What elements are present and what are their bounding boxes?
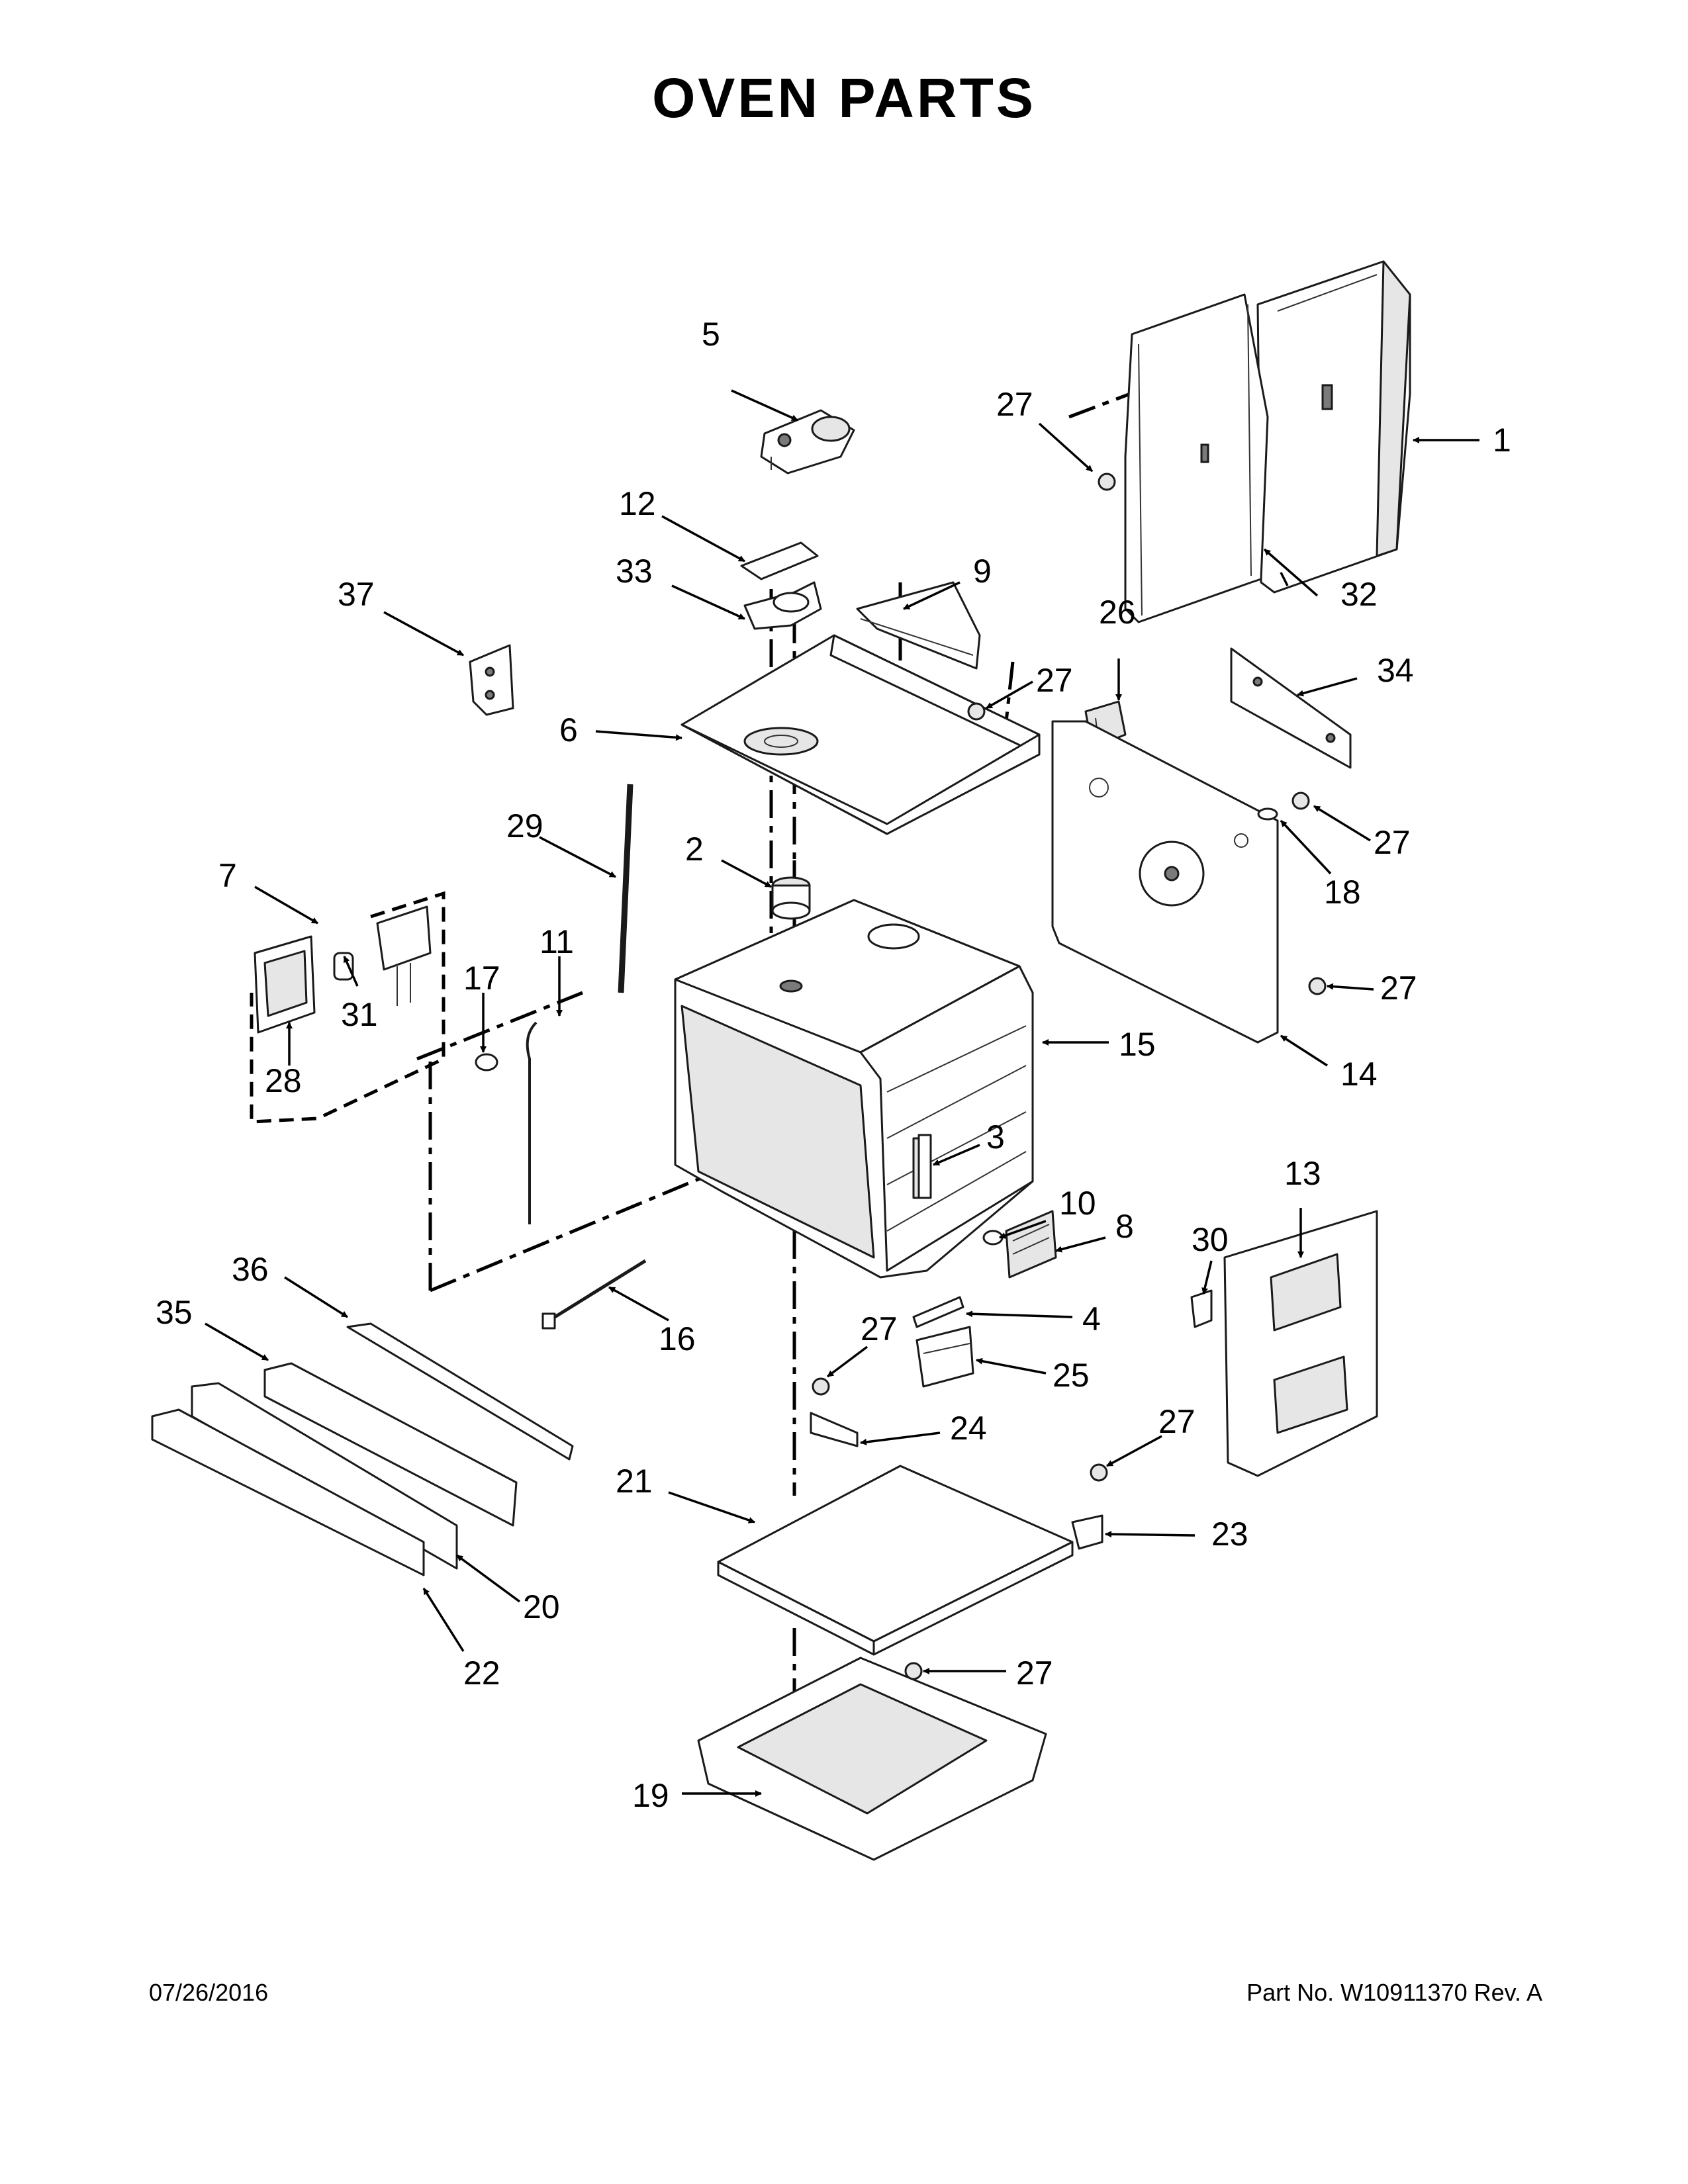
part-bottom-plate <box>717 1465 1074 1656</box>
part-bracket-4-25 <box>912 1296 974 1388</box>
callout-15: 15 <box>1119 1026 1156 1063</box>
callout-28: 28 <box>265 1062 302 1099</box>
part-sensor <box>541 1259 647 1330</box>
callout-27-mid: 27 <box>1036 662 1073 699</box>
part-clip-30 <box>1190 1289 1213 1328</box>
part-gasket-strip <box>618 784 633 993</box>
part-control-group <box>250 891 445 1124</box>
part-top-bracket <box>740 541 822 630</box>
callout-24: 24 <box>950 1410 987 1447</box>
callout-10: 10 <box>1059 1185 1096 1222</box>
part-rails <box>151 1322 574 1576</box>
callout-25: 25 <box>1053 1357 1090 1394</box>
callout-35: 35 <box>156 1294 193 1331</box>
callout-11: 11 <box>539 923 574 960</box>
part-side-panel <box>1051 720 1279 1044</box>
callout-27-bottom: 27 <box>1016 1655 1053 1692</box>
callout-8: 8 <box>1115 1208 1134 1245</box>
callout-3: 3 <box>986 1118 1005 1156</box>
callout-9: 9 <box>973 553 992 590</box>
callout-29: 29 <box>506 807 543 844</box>
part-right-side-panel <box>1223 1210 1378 1477</box>
callout-33: 33 <box>616 553 653 590</box>
callout-30: 30 <box>1192 1221 1229 1258</box>
footer-date: 07/26/2016 <box>149 1979 269 2006</box>
callout-5: 5 <box>702 316 720 353</box>
part-latch <box>917 1134 932 1199</box>
callout-17: 17 <box>463 960 500 997</box>
callout-27-right: 27 <box>1380 970 1417 1007</box>
part-bake-tray <box>697 1657 1047 1861</box>
callout-20: 20 <box>523 1588 560 1625</box>
part-rear-shield <box>1124 293 1269 623</box>
callout-19: 19 <box>632 1777 669 1814</box>
callout-13: 13 <box>1284 1155 1321 1192</box>
callout-6: 6 <box>559 711 578 749</box>
part-brackets-24-23 <box>810 1412 1103 1550</box>
callout-12: 12 <box>619 485 656 522</box>
callout-23: 23 <box>1211 1516 1248 1553</box>
callout-2: 2 <box>685 831 704 868</box>
part-top-plate <box>680 634 1041 835</box>
part-vent-channel <box>856 581 981 670</box>
callout-21: 21 <box>616 1463 653 1500</box>
part-knob <box>475 1053 498 1071</box>
part-fan-housing <box>771 876 811 920</box>
part-hinge-bracket <box>469 644 514 716</box>
callout-1: 1 <box>1493 422 1511 459</box>
callout-31: 31 <box>341 996 378 1033</box>
leader-lines <box>205 389 1479 1797</box>
callout-37: 37 <box>338 576 375 613</box>
callout-labels: 1 5 27 12 33 9 37 27 32 26 34 6 27 18 29… <box>156 316 1511 1814</box>
callout-22: 22 <box>463 1655 500 1692</box>
screws <box>812 473 1327 1680</box>
callout-27-low: 27 <box>861 1310 898 1347</box>
part-clip <box>1257 807 1278 821</box>
callout-34: 34 <box>1377 652 1414 689</box>
part-filter <box>982 1210 1057 1279</box>
callout-4: 4 <box>1082 1300 1101 1338</box>
part-rail-bracket <box>1230 647 1352 769</box>
page-title: OVEN PARTS <box>652 67 1036 129</box>
part-wire <box>526 1021 538 1224</box>
part-motor-switch <box>760 409 855 475</box>
part-rear-panel <box>1256 260 1411 594</box>
callout-36: 36 <box>232 1251 269 1288</box>
footer-part-number: Part No. W10911370 Rev. A <box>1246 1979 1542 2006</box>
callout-7: 7 <box>218 857 237 894</box>
callout-27-side: 27 <box>1374 824 1411 861</box>
callout-14: 14 <box>1340 1056 1378 1093</box>
part-oven-cavity <box>674 899 1034 1279</box>
callout-32: 32 <box>1340 576 1378 613</box>
callout-16: 16 <box>659 1320 696 1357</box>
callout-27-top: 27 <box>996 386 1033 423</box>
callout-18: 18 <box>1324 874 1361 911</box>
callout-27-bracket: 27 <box>1158 1403 1196 1440</box>
callout-26: 26 <box>1099 594 1136 631</box>
